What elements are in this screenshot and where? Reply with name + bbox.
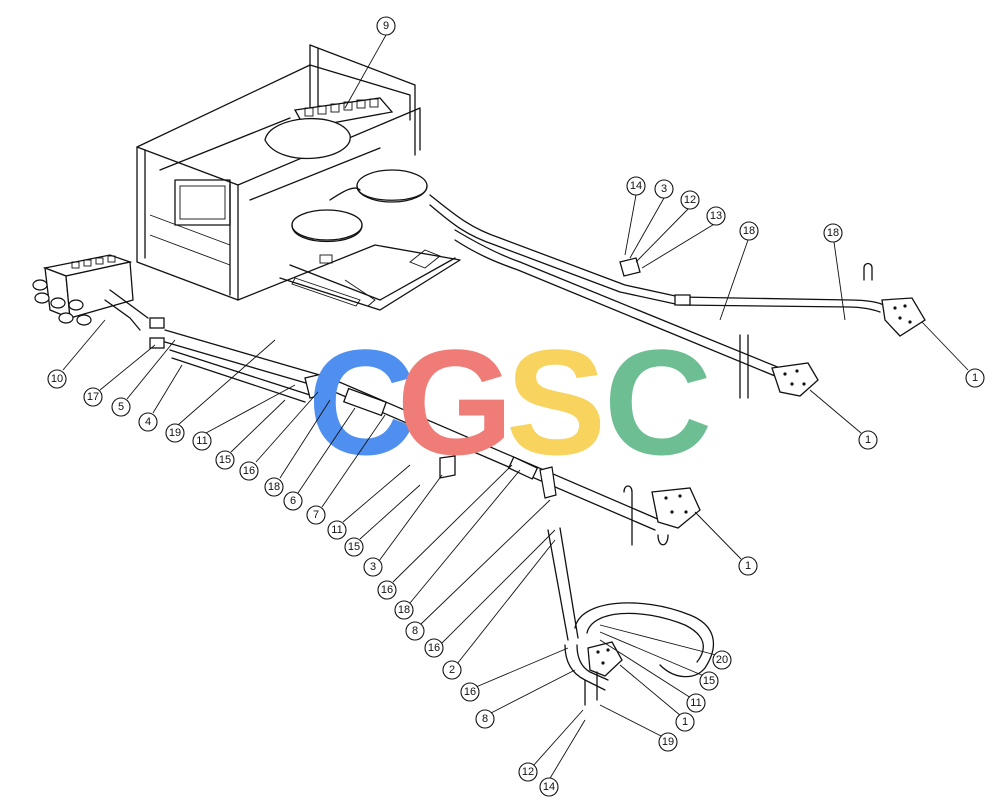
svg-text:13: 13 (710, 210, 722, 222)
svg-text:10: 10 (51, 373, 63, 385)
svg-text:2: 2 (449, 664, 455, 676)
svg-text:9: 9 (383, 20, 389, 32)
callout-18: 18 (739, 221, 759, 241)
callout-18: 18 (394, 600, 414, 620)
watermark: C G S C (308, 318, 712, 486)
callout-19: 19 (165, 423, 185, 443)
machine-frame (136, 44, 461, 311)
svg-text:16: 16 (243, 465, 255, 477)
callout-15: 15 (215, 450, 235, 470)
plate-1-lower (651, 487, 701, 529)
svg-text:1: 1 (865, 434, 871, 446)
watermark-letter-g: G (397, 318, 514, 486)
callout-3: 3 (363, 557, 383, 577)
callout-15: 15 (699, 671, 719, 691)
callout-14: 14 (626, 176, 646, 196)
svg-text:18: 18 (743, 225, 755, 237)
callout-16: 16 (377, 580, 397, 600)
callout-11: 11 (192, 431, 212, 451)
callout-2: 2 (442, 660, 462, 680)
callout-1: 1 (738, 556, 758, 576)
svg-text:18: 18 (268, 481, 280, 493)
svg-text:15: 15 (703, 675, 715, 687)
svg-text:19: 19 (169, 427, 181, 439)
callout-14: 14 (539, 777, 559, 797)
svg-text:15: 15 (219, 454, 231, 466)
callout-6: 6 (283, 491, 303, 511)
svg-text:3: 3 (661, 183, 667, 195)
callout-13: 13 (706, 206, 726, 226)
callout-10: 10 (47, 369, 67, 389)
svg-text:18: 18 (398, 604, 410, 616)
svg-text:3: 3 (370, 561, 376, 573)
callout-11: 11 (327, 520, 347, 540)
callout-5: 5 (111, 397, 131, 417)
svg-text:16: 16 (381, 584, 393, 596)
svg-text:4: 4 (145, 416, 151, 428)
callout-1: 1 (858, 430, 878, 450)
svg-text:7: 7 (313, 509, 319, 521)
svg-text:11: 11 (196, 435, 207, 447)
callout-18: 18 (823, 223, 843, 243)
callout-4: 4 (138, 412, 158, 432)
callout-12: 12 (518, 762, 538, 782)
svg-text:19: 19 (662, 736, 674, 748)
callout-19: 19 (658, 732, 678, 752)
svg-text:1: 1 (682, 716, 688, 728)
plate-1-right (881, 297, 926, 337)
plate-1-middle (771, 362, 819, 397)
callout-8: 8 (475, 709, 495, 729)
svg-text:15: 15 (348, 541, 360, 553)
leader-lines (62, 34, 969, 781)
callout-20: 20 (712, 650, 732, 670)
watermark-letter-c1: C (308, 318, 416, 486)
svg-text:12: 12 (684, 194, 696, 206)
svg-text:20: 20 (716, 654, 728, 666)
svg-text:14: 14 (543, 781, 555, 793)
callout-12: 12 (680, 190, 700, 210)
svg-text:11: 11 (690, 697, 701, 709)
callout-16: 16 (239, 461, 259, 481)
callout-7: 7 (306, 505, 326, 525)
svg-text:17: 17 (87, 391, 99, 403)
callout-17: 17 (83, 387, 103, 407)
callout-16: 16 (460, 682, 480, 702)
valve-manifold (32, 254, 165, 349)
callout-8: 8 (405, 621, 425, 641)
svg-text:18: 18 (827, 227, 839, 239)
svg-text:16: 16 (428, 642, 440, 654)
svg-text:8: 8 (482, 713, 488, 725)
callout-1: 1 (965, 368, 985, 388)
mounting-plates (304, 257, 926, 706)
svg-text:11: 11 (331, 524, 342, 536)
watermark-letter-c2: C (604, 318, 712, 486)
svg-text:8: 8 (412, 625, 418, 637)
svg-text:16: 16 (464, 686, 476, 698)
callout-18: 18 (264, 477, 284, 497)
svg-text:1: 1 (972, 372, 978, 384)
callout-1: 1 (675, 712, 695, 732)
callout-3: 3 (654, 179, 674, 199)
svg-text:12: 12 (522, 766, 534, 778)
plate-1-bottom (587, 641, 623, 677)
svg-text:5: 5 (118, 401, 124, 413)
svg-text:6: 6 (290, 495, 296, 507)
callout-11: 11 (686, 693, 706, 713)
svg-text:14: 14 (630, 180, 642, 192)
watermark-letter-s: S (506, 318, 606, 486)
svg-text:1: 1 (745, 560, 751, 572)
callout-9: 9 (376, 16, 396, 36)
callout-16: 16 (424, 638, 444, 658)
callout-15: 15 (344, 537, 364, 557)
